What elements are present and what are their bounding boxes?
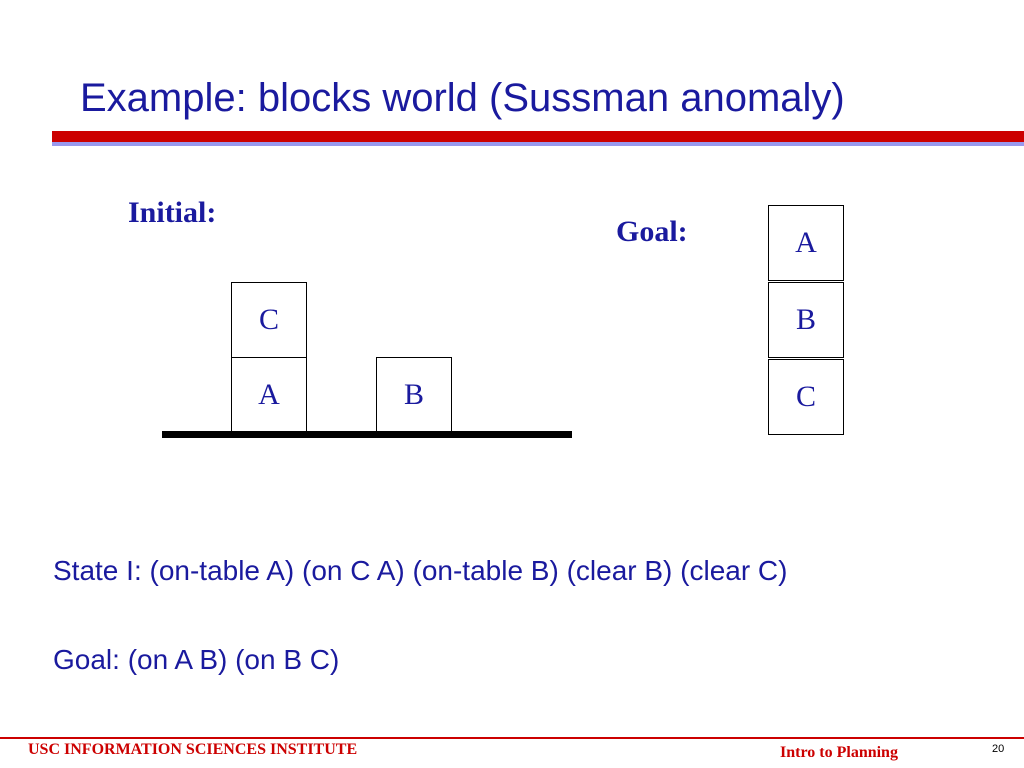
goal-label: Goal: [616, 215, 688, 248]
title-underline-blue [52, 142, 1024, 146]
initial-label: Initial: [128, 196, 217, 229]
goal-block-middle: B [768, 282, 844, 358]
footer-course: Intro to Planning [780, 744, 898, 761]
title-underline-red [52, 131, 1024, 142]
page-number: 20 [992, 743, 1005, 755]
goal-block-bottom: C [768, 359, 844, 435]
goal-block-top: A [768, 205, 844, 281]
initial-block-top: C [231, 282, 307, 358]
table-surface [162, 431, 572, 438]
state-description: State I: (on-table A) (on C A) (on-table… [53, 555, 788, 586]
slide-title: Example: blocks world (Sussman anomaly) [80, 76, 845, 120]
footer-rule [0, 737, 1024, 739]
initial-block-bottom: A [231, 357, 307, 433]
footer-institute: USC INFORMATION SCIENCES INSTITUTE [28, 741, 358, 758]
goal-description: Goal: (on A B) (on B C) [53, 644, 340, 675]
initial-block-single: B [376, 357, 452, 433]
